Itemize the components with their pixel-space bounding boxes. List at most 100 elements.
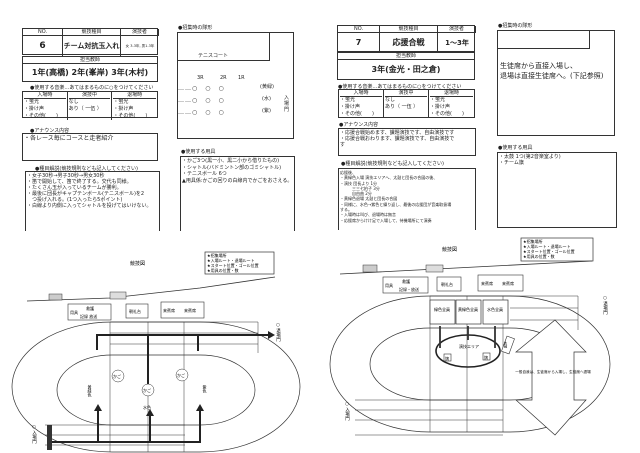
tennis-court: テニスコート (178, 33, 270, 61)
arrow-head-icon (94, 404, 102, 411)
team-route-arrows (439, 326, 496, 348)
formation-line: 退場は直接生徒席へ。(下記参照) (500, 72, 604, 80)
tent-label: 来賓席 (481, 280, 493, 286)
desc-line: する。 (340, 207, 352, 213)
team-waiting-boxes (429, 299, 509, 325)
tent-label: 記録 放送 (80, 313, 97, 319)
tent-label: 救護 (86, 305, 94, 311)
basket-circles (111, 368, 189, 397)
tent (436, 276, 462, 292)
right-page: NO. 競技種目 演技者 7 応援合戦 1〜3年 担当教師 3年(金光・田之倉)… (320, 0, 640, 453)
right-announce-box: ・応援合戦始めます、課題演技です、自由演技です ・応援合戦おわります、課題演技で… (338, 128, 476, 156)
formation-text: 生徒席から直接入場し、 退場は直接生徒席へ。(下記参照) (500, 61, 603, 81)
tent (477, 274, 524, 292)
desc-line: ・応援席からけけ足で入場して、待機場所にて演奏 (340, 217, 432, 223)
team-label: (水) (262, 96, 271, 102)
flag-label: 旗 (484, 354, 488, 360)
announce-line: す (340, 142, 346, 148)
teacher-value: 1年(高橋) 2年(峯岸) 3年(木村) (31, 68, 149, 77)
tent-label: 用具 (385, 282, 393, 288)
entry-route (50, 410, 201, 443)
legend-item: ★招集場所 (523, 238, 543, 244)
tent-label: 来賓席 (184, 307, 196, 313)
announce-line: ・応援合戦おわります、課題演技です、自由演技で (340, 136, 455, 142)
music-col-during: 演技中 (385, 90, 427, 97)
legend-item: ★用具の位置・数 (523, 253, 555, 259)
tools-title: ●使用する用具 (498, 145, 533, 151)
entry-gate-label: ○入場門 (31, 425, 36, 445)
right-desc-box: 応援後、 ・黄緑色入場 演技エリアへ、太鼓と団長の合図の後、 ・演技 団長より … (338, 168, 476, 230)
music-option: ・蛍光 (430, 97, 446, 103)
music-option: なし (68, 99, 79, 105)
formation-line: 生徒席から直接入場し、 (500, 62, 577, 70)
desc-line: ・演技 団長より 1分 (340, 180, 378, 186)
tent-label: 朝礼台 (129, 308, 141, 314)
exit-gate-label: ○退場門 (275, 323, 280, 343)
tool-line: ・テニスボール 6つ (182, 171, 227, 177)
tools-title: ●使用する用具 (181, 149, 216, 155)
left-teacher-box: 担当教師 1年(高橋) 2年(峯岸) 3年(木村) (22, 56, 158, 82)
sideline (26, 276, 276, 302)
performer: 1〜3年 (445, 39, 469, 47)
music-option: ・蛍光 (340, 97, 356, 103)
exit-route (96, 334, 268, 350)
music-col-enter: 入場時 (24, 92, 66, 99)
building-marker (48, 293, 63, 301)
entry-gate-label: ○入場門 (344, 402, 349, 422)
row-label: 3R (197, 75, 204, 81)
sideline (339, 260, 593, 275)
diagram-title: 競技図 (130, 260, 145, 267)
music-option: ・その他( ) (430, 111, 464, 117)
teacher-label: 担当教師 (23, 57, 157, 64)
tool-line: ▲用具係:かごの回りの白線内でかごをおさえる。 (182, 177, 293, 184)
left-announce-box: ・各レース毎にコースと走者紹介 (22, 133, 158, 161)
performer-label: 演技者 (121, 29, 159, 36)
music-option: ・蛍光 (24, 99, 40, 105)
desc-line: つ投げ入れる。(1つ入ったら5ポイント) (27, 197, 123, 203)
basket-label: かご (113, 373, 121, 379)
tent (160, 301, 205, 319)
legend-item: ★スタート位置・ゴール位置 (523, 248, 575, 254)
music-option: ・掛け声 (430, 104, 451, 110)
tent-label: 朝礼台 (441, 281, 453, 287)
music-col-exit: 退場時 (113, 92, 156, 99)
court-label: テニスコート (198, 53, 229, 59)
building-marker (109, 291, 127, 300)
right-field-diagram: 競技図 ★招集場所 ★入場ルート・退場ルート ★スタート位置・ゴール位置 ★用具… (329, 237, 611, 436)
legend-item: ★招集場所 (207, 252, 227, 258)
row-label: 2R (220, 75, 227, 81)
teacher-label: 担当教師 (338, 53, 474, 60)
legend-box (204, 251, 275, 275)
tent-label: 救護 (402, 278, 410, 284)
building-marker (425, 264, 444, 273)
arrow-note: 一般自我は、生徒席から入場し、生徒席へ退場 (515, 369, 591, 374)
team-label: 水色 (143, 404, 151, 410)
formation-subbox (498, 31, 590, 49)
event-number: 6 (23, 36, 63, 56)
desc-line: ・最後に団長がキャプテンボール(テニスボール)を2 (27, 191, 145, 197)
event-label: 競技種目 (63, 29, 121, 36)
team-label: (紫) (262, 108, 271, 114)
drum-label: 太鼓 (503, 340, 508, 349)
tent (67, 303, 112, 321)
gate-label: 入場門 (284, 95, 290, 113)
legend-item: ★入場ルート・退場ルート (523, 243, 571, 249)
outer-track (329, 295, 611, 433)
desc-title: ●種目解説(競技規則なども記入してください) (341, 161, 444, 167)
event-label: 競技種目 (380, 26, 438, 33)
announce-line: ・各レース毎にコースと走者紹介 (24, 135, 114, 142)
desc-line: 応援後、 (340, 170, 356, 175)
music-option: ・その他( ) (113, 113, 148, 119)
row-label: 1R (238, 75, 245, 81)
arrow-head-icon (196, 404, 204, 411)
formation-title: ●招集時の隊形 (178, 25, 213, 31)
left-page: NO. 競技種目 演技者 6 チーム対抗玉入れ 女 3-3年, 男1-3年 担当… (11, 25, 301, 453)
announce-title: ●アナウンス内容 (30, 128, 70, 134)
music-col-exit: 退場時 (430, 90, 473, 97)
right-formation-box: 生徒席から直接入場し、 退場は直接生徒席へ。(下記参照) (497, 30, 615, 136)
drum-marker (501, 335, 515, 355)
desc-line: ・女子30秒→男子30秒→男女30秒 (27, 173, 105, 179)
arrow-note-text: 一般自我は、生徒席から入場し、生徒席へ退場 (515, 369, 591, 374)
formation-dots: ……○ ○ ○……○ ○ ○……○ ○ ○ (178, 85, 225, 116)
music-title: ●使用する音楽…あてはまるものに○をつけてください (338, 84, 462, 90)
